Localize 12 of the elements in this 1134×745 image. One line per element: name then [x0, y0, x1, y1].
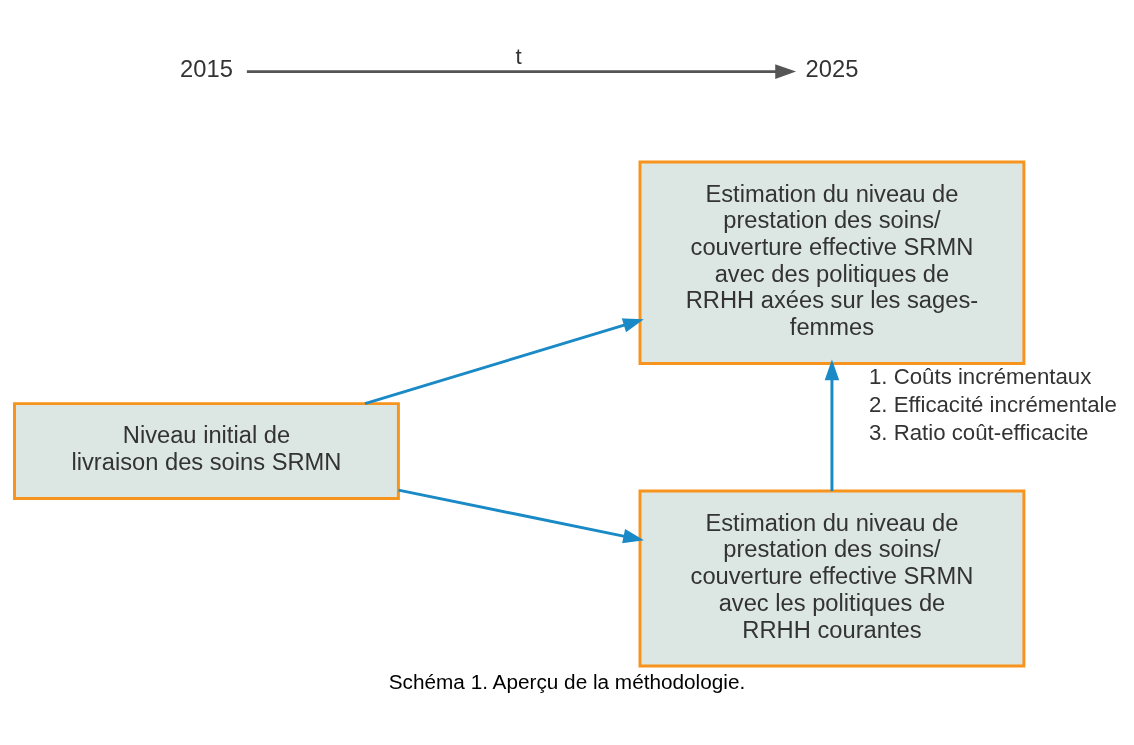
node-text: 2015: [180, 56, 233, 83]
node-box: Estimation du niveau de prestation des soins/ couverture effective SRMN avec les politiques de RRHH courantes: [638, 489, 1026, 668]
node-text: 2025: [805, 56, 859, 83]
edge-label: t: [515, 44, 522, 70]
arrow: [246, 64, 796, 79]
node-box: Estimation du niveau de prestation des soins/ couverture effective SRMN avec des politiques de RRHH axées sur les sages-femmes: [638, 160, 1026, 366]
arrow: [398, 488, 644, 544]
arrow: [364, 318, 644, 405]
arrow: [824, 359, 840, 491]
edge-label: 1. Coûts incrémentaux 2. Efficacité incrémentale 3. Ratio coût-efficacite: [869, 363, 1117, 445]
caption: Schéma 1. Aperçu de la méthodologie.: [388, 669, 746, 693]
node-box: Niveau initial de livraison des soins SRMN: [13, 402, 400, 500]
